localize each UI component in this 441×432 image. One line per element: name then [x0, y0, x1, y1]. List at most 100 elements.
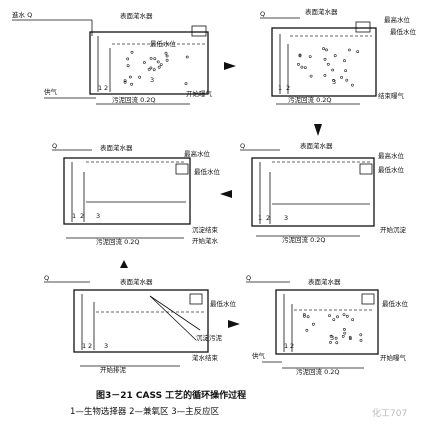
watermark: 化工707	[372, 407, 407, 419]
air-bubble	[300, 65, 304, 69]
air-bubble	[333, 54, 337, 58]
decanter-label: 表面滗水器	[100, 143, 133, 152]
air-bubble	[347, 48, 351, 52]
cycle-arrow-right	[228, 320, 240, 328]
air-bubble	[348, 335, 352, 339]
sludge-label: 污泥回流 0.2Q	[112, 95, 156, 104]
air-bubble	[344, 69, 348, 73]
sludge-label: 污泥回流 0.2Q	[296, 367, 340, 376]
zone-number: 1	[82, 342, 86, 350]
decanter-label: 表面滗水器	[308, 277, 341, 286]
air-bubble	[159, 63, 163, 67]
air-bubble	[334, 336, 338, 340]
air-bubble	[152, 68, 156, 72]
cycle-arrow-right	[224, 62, 236, 70]
zone-number: 1	[72, 212, 76, 220]
air-bubble	[328, 314, 331, 318]
level-label: 最低水位	[210, 299, 237, 308]
air-bubble	[323, 57, 327, 61]
air-bubble	[157, 65, 161, 69]
zone-number: 3	[104, 342, 108, 350]
air-bubble	[359, 333, 363, 337]
decanter-arm	[149, 295, 197, 341]
air-bubble	[302, 313, 306, 316]
air-bubble	[342, 313, 346, 317]
tank-outline	[73, 289, 209, 353]
air-bubble	[185, 55, 189, 59]
decanter-box	[361, 293, 375, 305]
decanter-box	[355, 21, 371, 33]
air-bubble	[345, 314, 349, 318]
air-bubble	[322, 47, 326, 51]
air-bubble	[343, 59, 346, 63]
decanter-label: 表面滗水器	[120, 277, 153, 286]
panel-5: Q 表面滗水器 最低水位 开始排泥 沉淀污泥 滗水结束 1 2 3	[44, 274, 237, 374]
air-bubble	[343, 331, 347, 335]
air-bubble	[126, 57, 130, 61]
air-bubble	[298, 54, 302, 58]
air-bubble	[303, 66, 307, 70]
status-label: 滗水结束	[192, 353, 219, 362]
top-q-label: Q	[240, 142, 245, 150]
air-bubble	[335, 341, 339, 345]
aeration-bubbles	[123, 50, 189, 86]
air-bubble	[126, 64, 130, 68]
figure-title: 图3－21 CASS 工艺的循环操作过程	[96, 389, 246, 401]
air-bubble	[308, 55, 312, 59]
air-label: 供气	[252, 351, 266, 360]
air-label: 供气	[44, 87, 58, 96]
air-bubble	[329, 334, 333, 338]
air-bubble	[156, 60, 160, 64]
top-q-label: Q	[52, 142, 57, 150]
status-label: 沉淀结束	[192, 225, 219, 234]
air-bubble	[348, 337, 352, 341]
decanter-box	[175, 163, 189, 175]
air-bubble	[130, 50, 134, 54]
decanter-box	[191, 25, 207, 37]
level-label: 最高水位	[378, 151, 405, 160]
panel-4: Q 表面滗水器 最高水位 最低水位 污泥回流 0.2Q 开始沉淀 1 2 3	[240, 141, 407, 244]
air-bubble	[345, 78, 349, 82]
status-label: 开始沉淀	[380, 225, 407, 234]
air-bubble	[342, 327, 346, 331]
zone-number: 2	[88, 342, 92, 350]
panel-6: Q 表面滗水器 最低水位 供气 污泥回流 0.2Q 开始曝气 1 2 3	[246, 274, 409, 376]
air-bubble	[340, 76, 344, 79]
zone-number: 3	[330, 334, 334, 342]
zone-number: 3	[150, 76, 154, 84]
zone-number: 1	[284, 342, 288, 350]
air-bubble	[329, 340, 332, 344]
air-bubble	[128, 75, 132, 79]
air-bubble	[326, 62, 330, 66]
figure-legend: 1—生物选择器 2—兼氧区 3—主反应区	[70, 406, 220, 417]
air-bubble	[138, 75, 142, 79]
status-label: 结束曝气	[378, 91, 405, 100]
air-bubble	[302, 314, 306, 318]
air-bubble	[123, 79, 127, 83]
tank-outline	[251, 157, 375, 227]
sludge-label: 开始排泥	[100, 365, 127, 374]
decanter-label: 表面滗水器	[305, 7, 338, 16]
level-label: 最高水位	[184, 149, 211, 158]
cycle-arrow-left	[220, 190, 232, 198]
zone-number: 3	[332, 78, 336, 86]
panel-2: Q 表面滗水器 最高水位 最低水位 污泥回流 0.2Q 结束曝气 1 2 3	[260, 7, 417, 105]
air-bubble	[149, 66, 153, 70]
decanter-box	[359, 163, 373, 175]
zone-number: 3	[284, 214, 288, 222]
air-bubble	[297, 63, 300, 66]
status-label: 开始曝气	[380, 353, 407, 362]
status-label: 开始滗水	[192, 236, 219, 245]
decanter-arm	[149, 295, 201, 331]
air-bubble	[164, 51, 168, 55]
decanter-label: 表面滗水器	[300, 141, 333, 150]
status-label: 开始曝气	[186, 89, 213, 98]
zone-number: 2	[266, 214, 270, 222]
panel-1: 進水 Q 表面滗水器 最低水位 供气 污泥回流 0.2Q 开始曝气 1 2 3	[12, 10, 213, 105]
air-bubble	[359, 338, 363, 342]
level-label: 最低水位	[378, 165, 405, 174]
air-bubble	[332, 318, 336, 322]
sludge-label: 污泥回流 0.2Q	[96, 237, 140, 246]
